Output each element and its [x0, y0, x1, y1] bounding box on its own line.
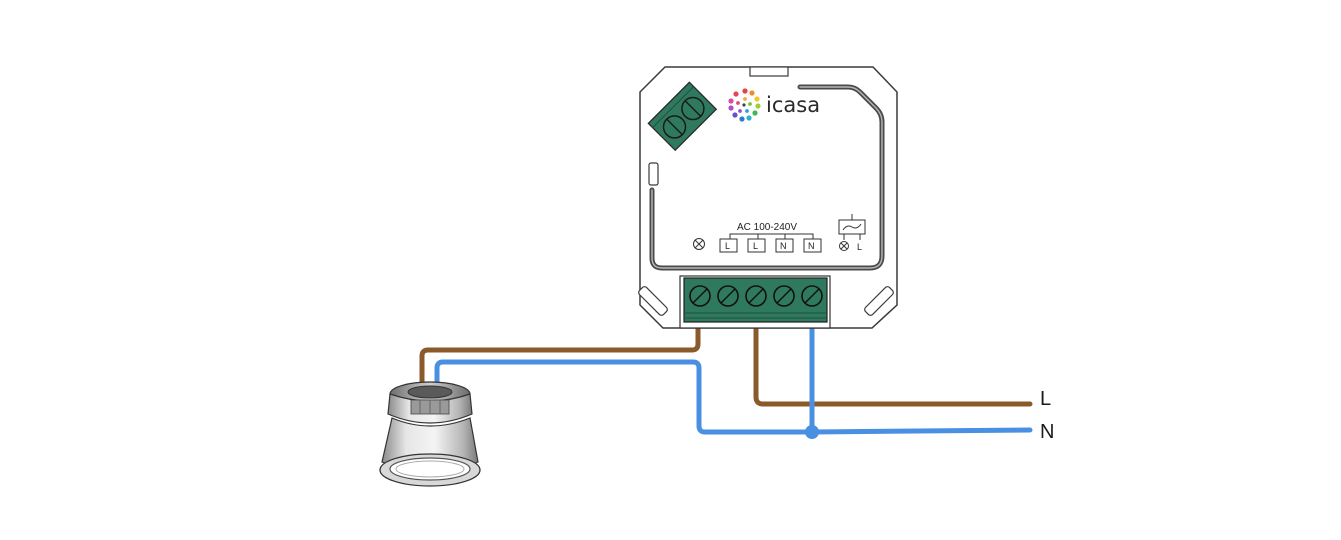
voltage-label: AC 100-240V [737, 222, 797, 233]
terminal-screw-n1[interactable] [773, 285, 795, 307]
top-notch [749, 66, 789, 77]
lamp-symbol-icon [693, 238, 705, 250]
terminal-label-box-1 [719, 238, 738, 253]
aux-terminal-block [647, 81, 718, 152]
terminal-label-3: N [780, 241, 787, 251]
live-wire-supply [753, 313, 1033, 407]
live-wire-lamp [419, 313, 701, 385]
terminal-screw-l2[interactable] [745, 285, 767, 307]
terminal-label-box-2 [747, 238, 766, 253]
neutral-line-label: N [1040, 421, 1054, 443]
terminal-label-1: L [725, 241, 730, 251]
live-line-label: L [1040, 388, 1051, 410]
side-slot [648, 162, 659, 186]
device-housing [639, 66, 898, 329]
flower-icon [728, 88, 761, 122]
output-label: L [857, 242, 862, 252]
terminal-label-box-3 [775, 238, 794, 253]
neutral-wire-supply [809, 427, 1033, 435]
terminal-label-box-4 [803, 238, 822, 253]
brand-name: icasa [766, 93, 820, 117]
terminal-screw-n2[interactable] [801, 285, 823, 307]
terminal-label-4: N [808, 241, 815, 251]
neutral-wire-lamp [434, 359, 815, 435]
downlight-fixture [379, 381, 481, 487]
wires [419, 313, 1033, 439]
inner-frame-highlight [651, 86, 883, 269]
corner-clip-left [638, 286, 668, 316]
neutral-junction-dot [805, 425, 819, 439]
corner-clip-right [864, 286, 894, 316]
terminal-screw-l1[interactable] [717, 285, 739, 307]
terminal-label-2: L [753, 241, 758, 251]
controller-device: icasa AC 100-240V L L N N [638, 66, 898, 329]
voltage-bracket [729, 233, 814, 240]
brand-logo: icasa [728, 88, 820, 122]
main-terminal-block [679, 275, 831, 329]
relay-symbol-icon [838, 214, 866, 251]
terminal-screw-lamp[interactable] [689, 285, 711, 307]
